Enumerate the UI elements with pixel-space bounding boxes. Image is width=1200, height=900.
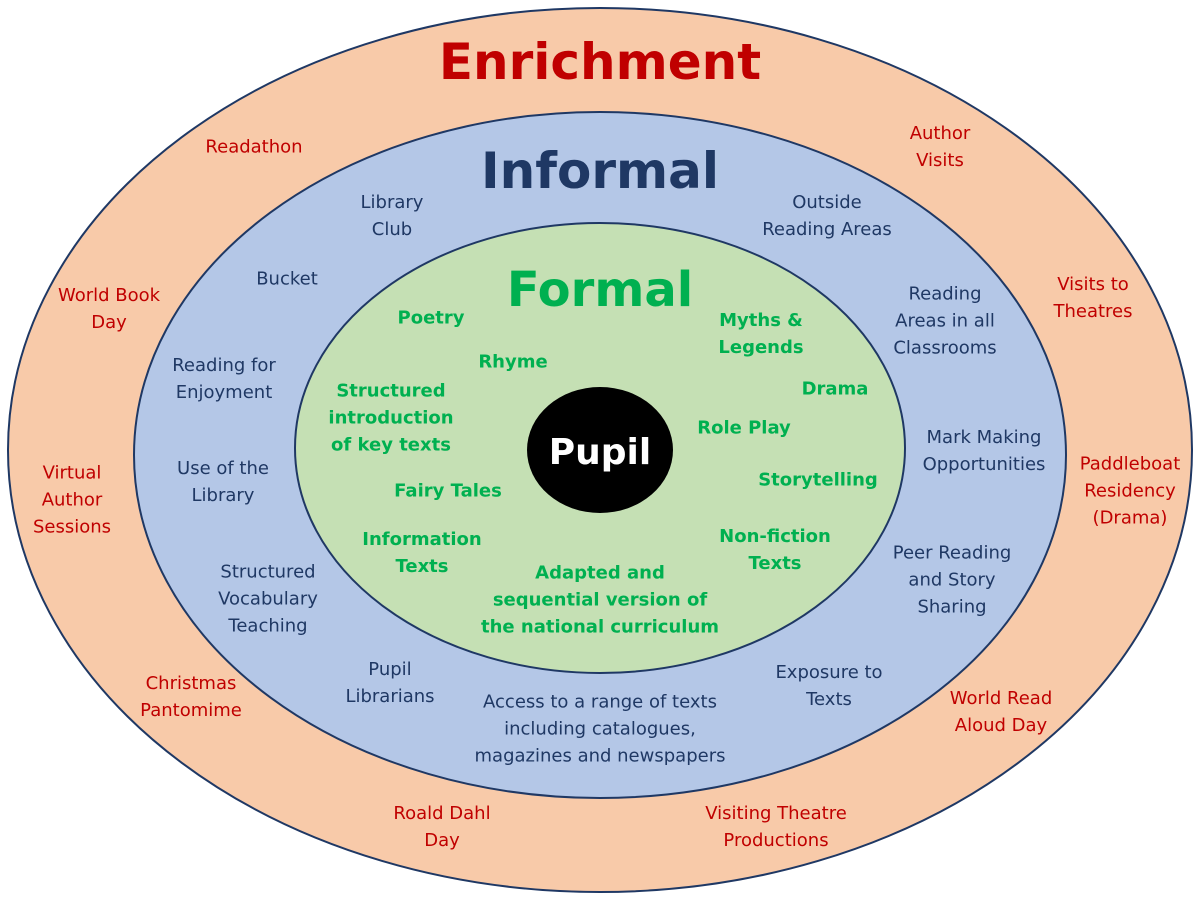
enrichment-item-paddleboat-residency: Paddleboat Residency (Drama)	[1079, 453, 1181, 529]
formal-item-rhyme: Rhyme	[478, 351, 548, 373]
informal-item-use-of-library: Use of the Library	[177, 458, 269, 506]
informal-item-access-range-texts: Access to a range of texts including cat…	[474, 691, 726, 767]
pupil-center-circle	[527, 387, 673, 513]
informal-item-pupil-librarians: Pupil Librarians	[345, 659, 435, 707]
informal-item-exposure-to-texts: Exposure to Texts	[775, 662, 883, 710]
formal-title: Formal	[506, 262, 694, 318]
informal-item-reading-for-enjoyment: Reading for Enjoyment	[172, 355, 276, 403]
enrichment-item-author-visits: Author Visits	[909, 123, 971, 171]
enrichment-item-roald-dahl-day: Roald Dahl Day	[393, 803, 491, 851]
informal-title: Informal	[481, 142, 719, 200]
formal-item-poetry: Poetry	[397, 307, 465, 329]
informal-item-outside-reading-areas: Outside Reading Areas	[762, 192, 892, 240]
formal-item-drama: Drama	[801, 378, 869, 400]
enrichment-item-visiting-theatre-productions: Visiting Theatre Productions	[705, 803, 847, 851]
informal-item-reading-areas-classrooms: Reading Areas in all Classrooms	[893, 283, 997, 359]
enrichment-item-virtual-author-sessions: Virtual Author Sessions	[32, 462, 112, 538]
formal-item-myths-legends: Myths & Legends	[718, 310, 804, 358]
informal-item-mark-making: Mark Making Opportunities	[922, 427, 1046, 475]
enrichment-item-christmas-pantomime: Christmas Pantomime	[140, 673, 242, 721]
informal-item-library-club: Library Club	[360, 192, 424, 240]
formal-item-structured-introduction: Structured introduction of key texts	[328, 380, 454, 456]
enrichment-item-world-read-aloud-day: World Read Aloud Day	[949, 688, 1053, 736]
enrichment-item-world-book-day: World Book Day	[57, 285, 161, 333]
formal-item-role-play: Role Play	[697, 417, 791, 439]
informal-item-structured-vocabulary: Structured Vocabulary Teaching	[218, 561, 318, 637]
formal-item-adapted-curriculum: Adapted and sequential version of the na…	[480, 562, 720, 638]
enrichment-title: Enrichment	[438, 33, 762, 91]
informal-item-bucket: Bucket	[256, 268, 318, 290]
formal-item-fairy-tales: Fairy Tales	[394, 480, 502, 502]
pupil-center-label: Pupil	[549, 432, 651, 473]
formal-item-non-fiction-texts: Non-fiction Texts	[719, 526, 831, 574]
formal-item-information-texts: Information Texts	[362, 529, 482, 577]
enrichment-item-readathon: Readathon	[205, 136, 303, 158]
enrichment-item-visits-to-theatres: Visits to Theatres	[1053, 274, 1133, 322]
formal-item-storytelling: Storytelling	[758, 469, 878, 491]
informal-item-peer-reading: Peer Reading and Story Sharing	[892, 542, 1012, 618]
